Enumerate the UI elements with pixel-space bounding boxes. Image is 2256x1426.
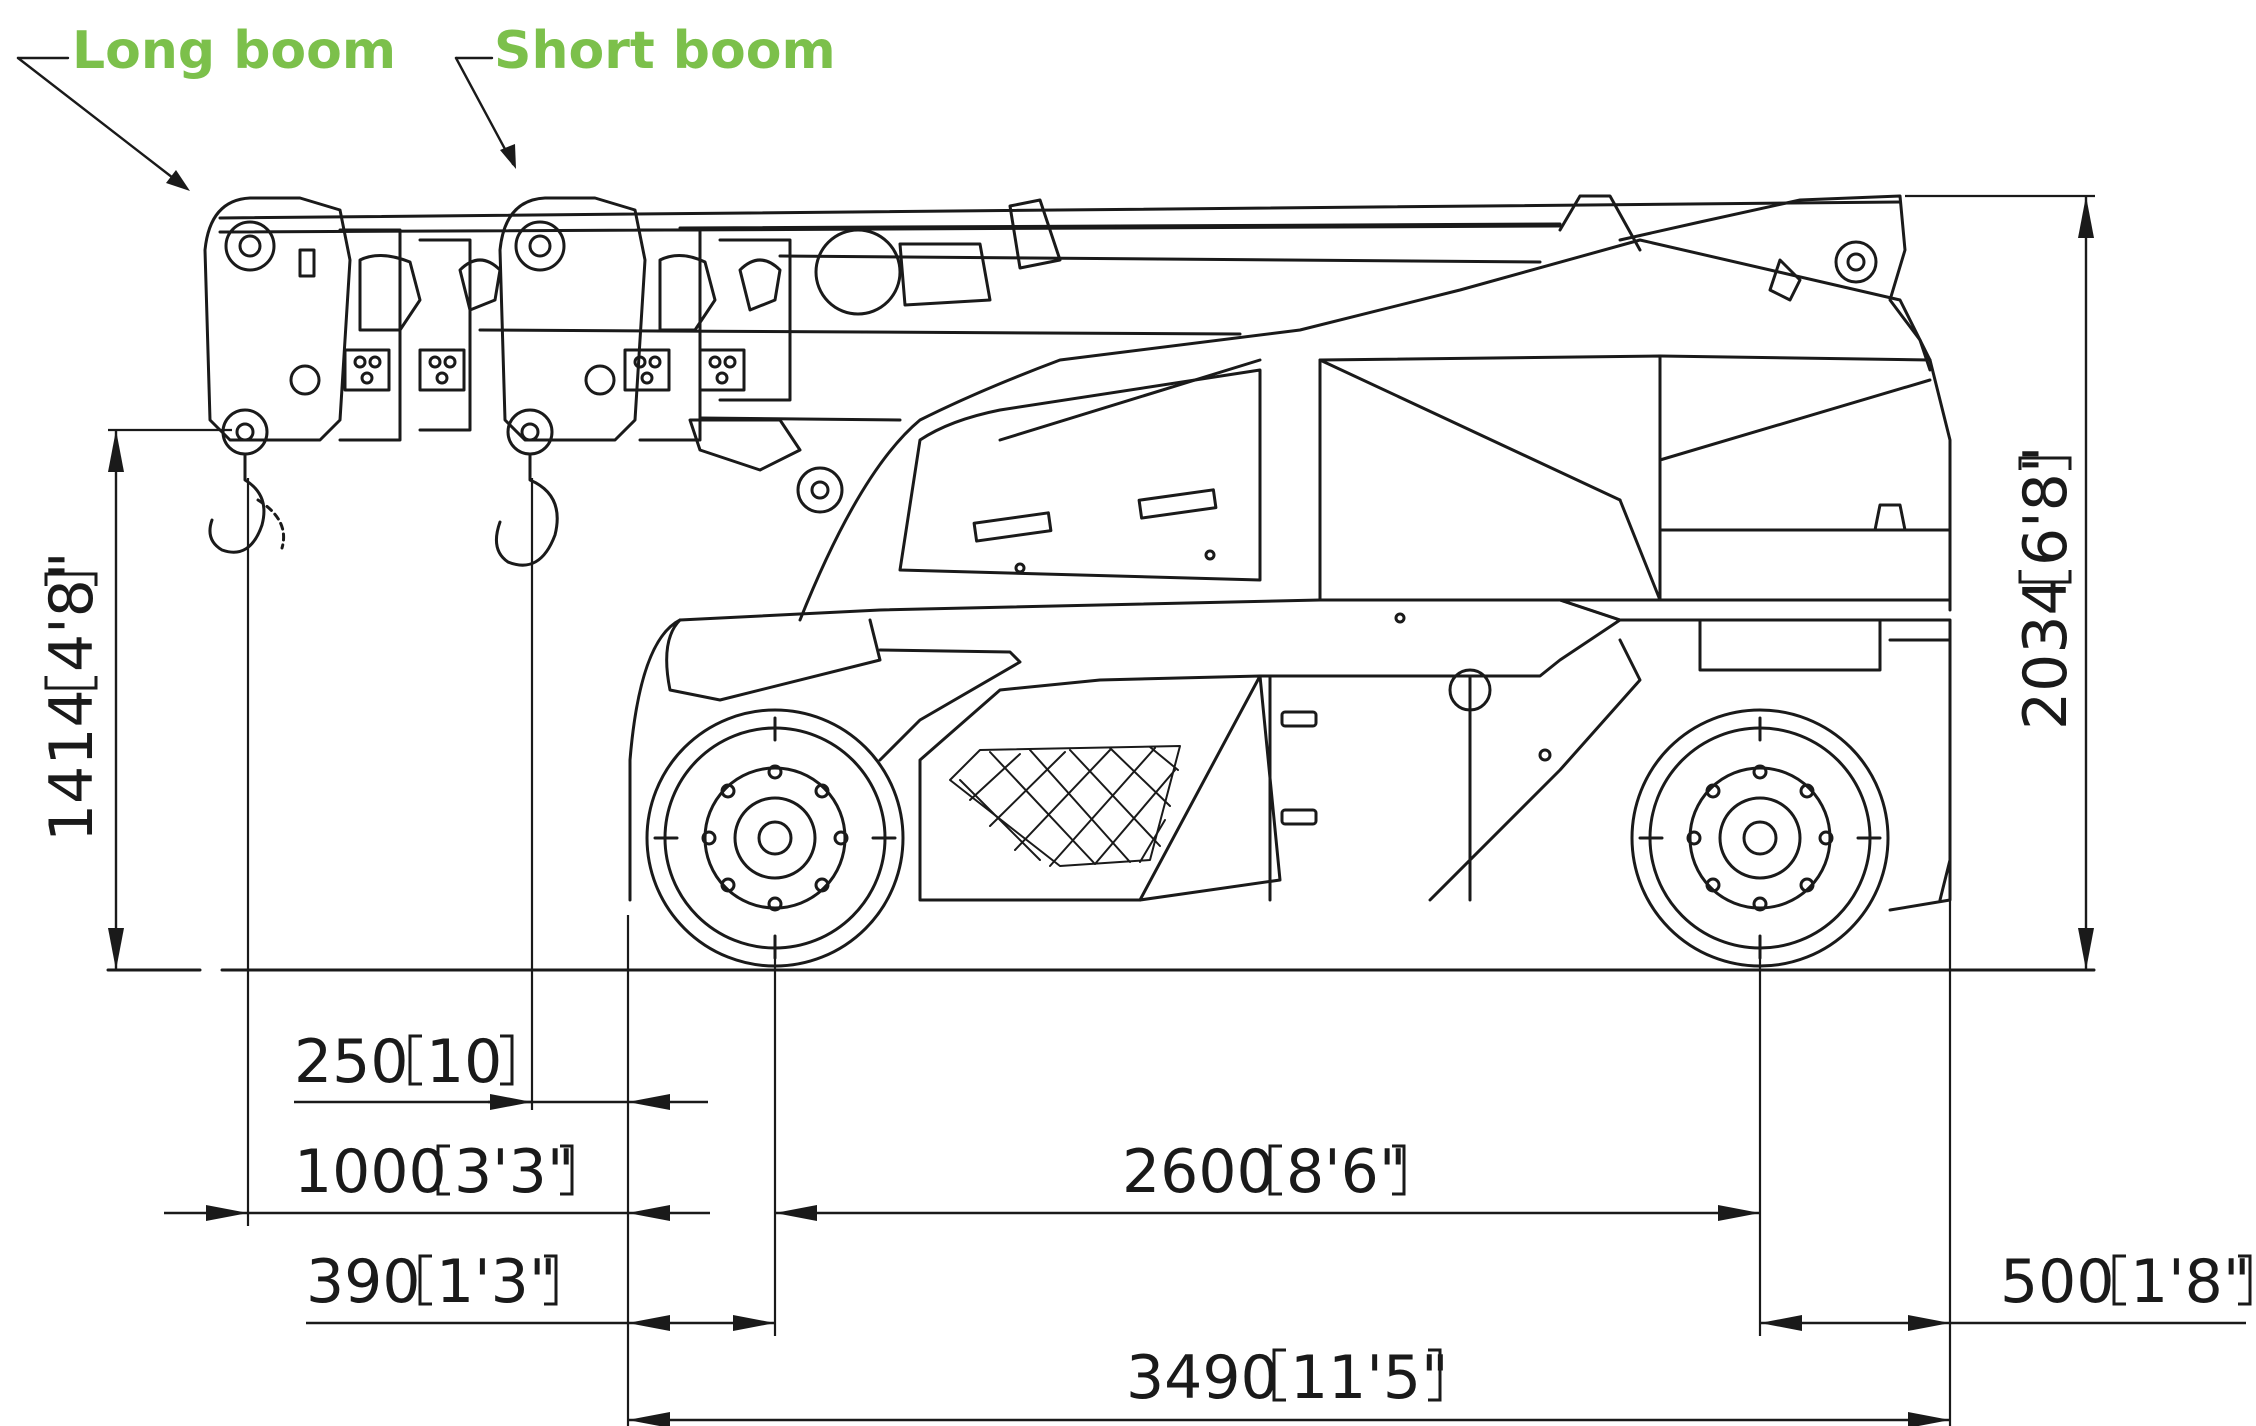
short-boom-callout: Short boom [454,21,836,169]
long-boom-callout: Long boom [16,21,396,191]
dim-1414-mm: 1414 [37,689,107,842]
dim-500-mm: 500 [2000,1247,2115,1317]
dim-250: 250 10 [294,1027,514,1097]
dim-1000-mm: 1000 [294,1137,447,1207]
dim-2600: 2600 8'6" [1122,1137,1406,1207]
dim-1414: 1414 4'8" [37,552,107,842]
rear-wheel [1630,708,1890,968]
dim-250-mm: 250 [294,1027,409,1097]
vent-grille [949,745,1181,867]
dim-390-mm: 390 [306,1247,421,1317]
dim-3490: 3490 11'5" [1126,1343,1449,1413]
dim-3490-mm: 3490 [1126,1343,1279,1413]
dim-390-in: 1'3" [436,1247,556,1317]
dim-500-in: 1'8" [2130,1247,2250,1317]
dim-2600-mm: 2600 [1122,1137,1275,1207]
front-wheel [645,708,905,968]
dim-2600-in: 8'6" [1286,1137,1406,1207]
dim-250-in: 10 [426,1027,502,1097]
dim-1000: 1000 3'3" [294,1137,574,1207]
short-boom-label: Short boom [494,21,836,81]
dim-2034-mm: 2034 [2011,577,2081,730]
dim-500: 500 1'8" [2000,1247,2252,1317]
dim-2034: 2034 6'8" [2011,446,2081,730]
crane-body [106,194,2096,972]
dim-1000-in: 3'3" [454,1137,574,1207]
dim-1414-in: 4'8" [37,552,107,672]
long-boom-label: Long boom [72,21,396,81]
dim-390: 390 1'3" [306,1247,558,1317]
dim-3490-in: 11'5" [1290,1343,1449,1413]
dimension-lines [108,194,2246,1426]
